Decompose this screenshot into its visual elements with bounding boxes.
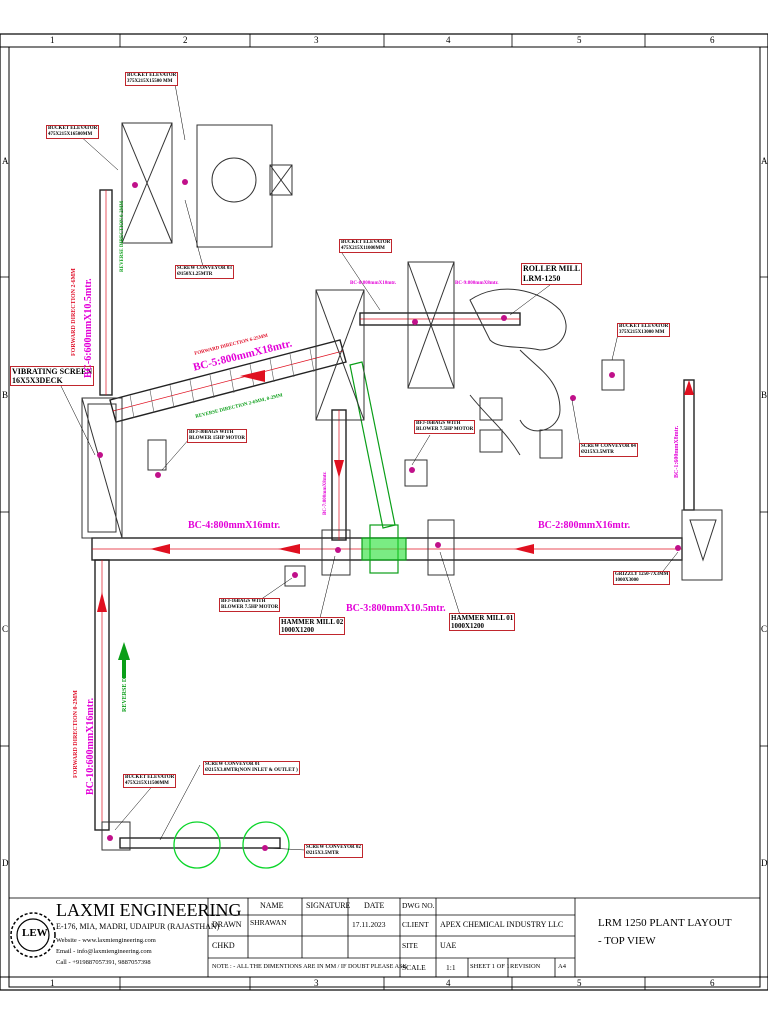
drawn-label: DRAWN — [212, 920, 242, 929]
client-label: CLIENT — [402, 920, 429, 929]
header-date: DATE — [364, 901, 385, 910]
dwg-no-label: DWG NO. — [402, 901, 435, 910]
scale-label: SCALE — [402, 963, 426, 972]
site-label: SITE — [402, 941, 418, 950]
grid-row-b-right: B — [761, 390, 768, 400]
drawn-date: 17.11.2023 — [352, 920, 386, 929]
grid-col-4-top: 4 — [446, 35, 451, 45]
company-logo — [10, 912, 56, 958]
company-email: Email - info@laxmiengineering.com — [56, 948, 152, 955]
client-value: APEX CHEMICAL INDUSTRY LLC — [440, 920, 564, 929]
conveyor-bc8-label: BC-8:800mmX10mtr. — [350, 281, 397, 286]
grid-col-1-bottom: 1 — [50, 978, 55, 988]
revision-label: REVISION — [510, 963, 541, 970]
logo-monogram: LEW — [22, 927, 48, 939]
conveyor-bc2-label: BC-2:800mmX16mtr. — [538, 520, 631, 531]
grid-row-c-left: C — [2, 624, 9, 634]
site-value: UAE — [440, 941, 457, 950]
header-signature: SIGNATURE — [306, 901, 351, 910]
grid-col-2-top: 2 — [183, 35, 188, 45]
grid-row-a-right: A — [761, 156, 768, 166]
grid-col-3-top: 3 — [314, 35, 319, 45]
conveyor-bc1-label: BC-1:600mmX8mtr. — [674, 425, 680, 478]
grid-col-6-bottom: 6 — [710, 978, 715, 988]
grid-row-c-right: C — [761, 624, 768, 634]
direction-forward-bc10: FORWARD DIRECTION 0-2MM — [73, 690, 79, 778]
grid-row-d-left: D — [2, 858, 9, 868]
conveyor-bc4-label: BC-4:800mmX16mtr. — [188, 520, 281, 531]
grid-col-5-top: 5 — [577, 35, 582, 45]
grid-col-3-bottom: 3 — [314, 978, 319, 988]
grid-col-4-bottom: 4 — [446, 978, 451, 988]
sheet-number: SHEET 1 OF 1 — [470, 963, 510, 970]
conveyor-bc7-label: BC-7:800mmX8mtr. — [323, 471, 328, 515]
grid-row-a-left: A — [2, 156, 9, 166]
grid-row-d-right: D — [761, 858, 768, 868]
conveyor-bc9-label: BC-9:800mmX8mtr. — [455, 281, 499, 286]
scale-value: 1:1 — [446, 963, 456, 972]
company-name: LAXMI ENGINEERING — [56, 900, 242, 920]
grid-col-1-top: 1 — [50, 35, 55, 45]
conveyor-bc3-label: BC-3:800mmX10.5mtr. — [346, 603, 446, 614]
grid-row-b-left: B — [2, 390, 9, 400]
drawing-title-line1: LRM 1250 PLANT LAYOUT — [598, 917, 732, 929]
drawing-note: NOTE : - ALL THE DIMENTIONS ARE IN MM / … — [212, 963, 407, 970]
direction-forward-bc6: FORWARD DIRECTION 2-6MM — [71, 268, 77, 356]
grid-col-6-top: 6 — [710, 35, 715, 45]
direction-reverse-bc10: REVERSE DIRECTION — [122, 647, 128, 712]
grid-col-5-bottom: 5 — [577, 978, 582, 988]
company-website: Website - www.laxmiengineering.com — [56, 937, 156, 944]
drawn-name: SHRAWAN — [250, 918, 287, 927]
checked-label: CHKD — [212, 941, 235, 950]
header-name: NAME — [260, 901, 284, 910]
company-phone: Call - +919887057391, 9887057398 — [56, 959, 151, 966]
conveyor-bc10-label: BC-10:600mmX16mtr. — [85, 697, 96, 795]
paper-size: A4 — [558, 963, 566, 970]
direction-reverse-bc6: REVERSE DIRECTION 0-2MM — [120, 200, 125, 272]
drawing-title-line2: - TOP VIEW — [598, 935, 656, 947]
conveyor-bc6-label: BC-6:600mmX10.5mtr. — [83, 278, 94, 378]
company-address: E-176, MIA, MADRI, UDAIPUR (RAJASTHAN) — [56, 922, 220, 931]
